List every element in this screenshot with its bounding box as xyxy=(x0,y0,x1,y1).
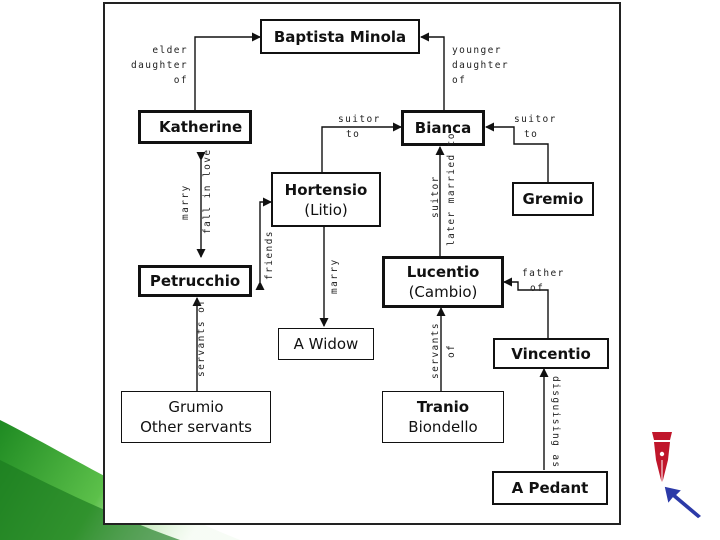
label-text: suitor xyxy=(430,175,441,218)
label-line: of xyxy=(530,283,545,294)
node-label-2: Biondello xyxy=(408,418,478,436)
label-line: of xyxy=(173,75,188,86)
label-text: fall in love xyxy=(202,148,213,234)
node-label: Lucentio xyxy=(406,263,480,281)
node-a-widow[interactable]: A Widow xyxy=(278,328,374,360)
node-label: A Widow xyxy=(293,335,359,353)
label-line: of xyxy=(452,75,467,86)
node-gremio[interactable]: Gremio xyxy=(512,182,594,216)
label-line: suitor xyxy=(514,114,557,125)
node-vincentio[interactable]: Vincentio xyxy=(493,338,609,369)
label-text: later married to xyxy=(446,132,457,246)
node-alias: (Litio) xyxy=(304,200,348,219)
node-label: Grumio xyxy=(168,398,224,416)
label-line: to xyxy=(524,129,539,140)
label-line: suitor xyxy=(338,114,381,125)
node-label: Gremio xyxy=(522,190,584,208)
label-suitor-to-left: suitor to xyxy=(338,112,381,142)
label-text: of xyxy=(446,343,457,358)
node-a-pedant[interactable]: A Pedant xyxy=(492,471,608,505)
node-baptista-minola[interactable]: Baptista Minola xyxy=(260,19,420,54)
label-servants-middle: servants xyxy=(428,322,443,379)
fountain-pen-nib-icon xyxy=(652,432,672,484)
label-line: younger xyxy=(452,45,502,56)
node-tranio-biondello[interactable]: Tranio Biondello xyxy=(382,391,504,443)
node-label: Vincentio xyxy=(511,344,591,363)
node-petrucchio[interactable]: Petrucchio xyxy=(138,265,252,297)
label-disguising-as: disguising as xyxy=(548,376,563,469)
node-label: Katherine xyxy=(159,118,243,136)
node-grumio-other-servants[interactable]: Grumio Other servants xyxy=(121,391,271,443)
node-alias: (Cambio) xyxy=(408,283,478,301)
label-marry-katherine-petrucchio: marry xyxy=(178,184,193,220)
label-later-married-to: later married to xyxy=(444,132,459,246)
node-label: Tranio xyxy=(416,398,470,416)
label-text: servants of xyxy=(196,298,207,377)
label-of-middle: of xyxy=(444,344,459,358)
label-younger-daughter-of: younger daughter of xyxy=(452,43,509,88)
label-text: marry xyxy=(329,258,340,294)
label-text: friends xyxy=(264,230,275,280)
label-text: disguising as xyxy=(550,376,561,469)
node-katherine[interactable]: Katherine xyxy=(138,110,252,144)
node-label: Baptista Minola xyxy=(273,27,407,46)
arrow-cursor-icon xyxy=(663,485,703,520)
node-label: Hortensio xyxy=(284,180,368,199)
node-label-2: Other servants xyxy=(140,418,252,436)
label-text: servants xyxy=(430,322,441,379)
label-suitor-to-right: suitor to xyxy=(514,112,557,142)
label-line: daughter xyxy=(452,60,509,71)
node-hortensio[interactable]: Hortensio (Litio) xyxy=(271,172,381,227)
label-servants-of-left: servants of xyxy=(194,299,209,377)
node-label: A Pedant xyxy=(511,479,589,497)
node-lucentio[interactable]: Lucentio (Cambio) xyxy=(382,256,504,308)
label-text: marry xyxy=(180,184,191,220)
node-label: Bianca xyxy=(414,119,472,137)
node-label: Petrucchio xyxy=(149,272,241,290)
label-line: daughter xyxy=(131,60,188,71)
label-line: elder xyxy=(152,45,188,56)
label-line: to xyxy=(346,129,361,140)
label-father-of: father of xyxy=(522,266,565,296)
label-suitor-lucentio: suitor xyxy=(428,175,443,218)
label-fall-in-love: fall in love xyxy=(200,149,215,234)
label-line: father xyxy=(522,268,565,279)
label-marry-hortensio-widow: marry xyxy=(327,258,342,294)
green-swoosh-decoration xyxy=(0,420,240,540)
node-bianca[interactable]: Bianca xyxy=(401,110,485,146)
label-friends: friends xyxy=(262,230,277,280)
label-elder-daughter-of: elder daughter of xyxy=(128,43,188,88)
